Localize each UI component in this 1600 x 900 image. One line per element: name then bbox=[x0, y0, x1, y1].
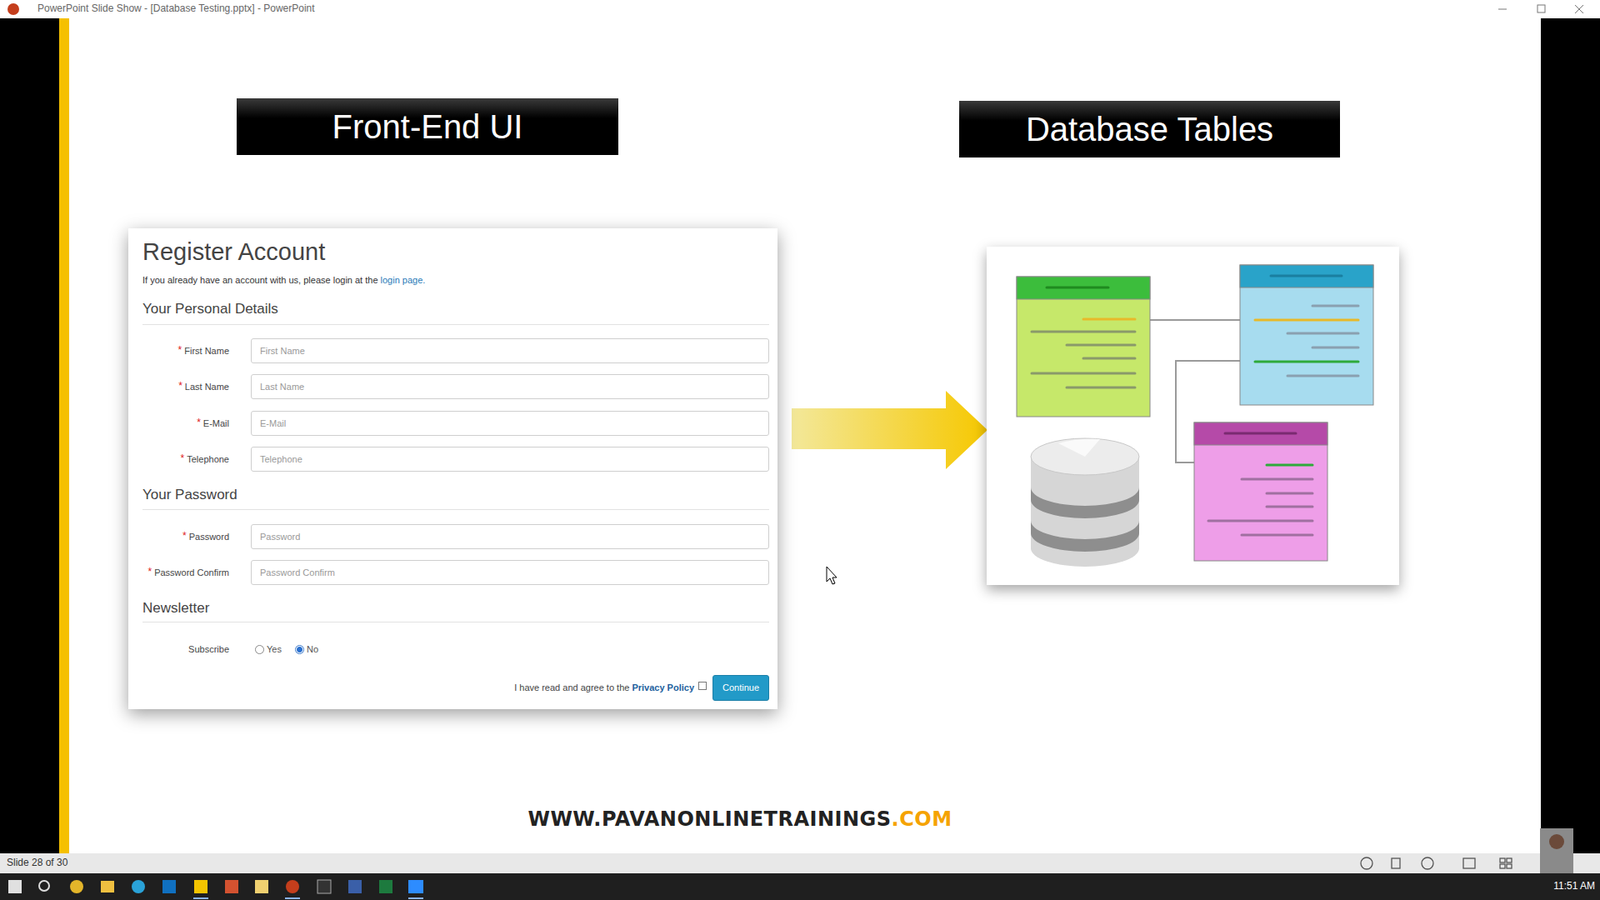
mouse-cursor bbox=[826, 566, 837, 585]
presenter-thumbnail bbox=[1549, 834, 1565, 850]
form-text: Subscribe bbox=[188, 644, 230, 655]
title-box: Database Tables bbox=[959, 100, 1340, 158]
title-text: Database Tables bbox=[1025, 110, 1274, 149]
form-text: Privacy Policy bbox=[631, 682, 695, 694]
form-text: * bbox=[182, 530, 187, 543]
radio-button bbox=[255, 645, 265, 655]
form-text: Your Password bbox=[142, 486, 238, 504]
database-picture bbox=[986, 246, 1400, 585]
input-field: Last Name bbox=[250, 374, 770, 400]
placeholder: E-Mail bbox=[260, 418, 286, 430]
input-field: Password Confirm bbox=[250, 560, 770, 585]
database-picture bbox=[1016, 265, 1374, 567]
placeholder: Last Name bbox=[260, 381, 305, 393]
form-text: * bbox=[147, 566, 152, 579]
title-text: Front-End UI bbox=[332, 107, 524, 146]
flow-arrow bbox=[791, 390, 988, 470]
window-controls bbox=[1498, 5, 1584, 14]
button: Continue bbox=[712, 675, 770, 701]
checkbox bbox=[698, 681, 707, 690]
presenter-thumbnail bbox=[1540, 828, 1574, 874]
status-text: Slide 28 of 30 bbox=[6, 857, 68, 870]
form-text: No bbox=[306, 644, 319, 655]
taskbar bbox=[0, 873, 1600, 900]
form-text: Password Confirm bbox=[154, 567, 230, 579]
button-label: Continue bbox=[722, 682, 760, 694]
form-text: * bbox=[196, 417, 201, 430]
title-box: Front-End UI bbox=[236, 98, 619, 155]
website-text: WWW.PAVANONLINETRAININGS bbox=[527, 808, 891, 832]
status-icons bbox=[1360, 857, 1512, 870]
input-field: E-Mail bbox=[250, 410, 770, 436]
input-field: Telephone bbox=[250, 446, 770, 472]
form-text: login page. bbox=[380, 275, 426, 286]
window-title: PowerPoint Slide Show - [Database Testin… bbox=[37, 3, 315, 15]
website-text: .COM bbox=[891, 808, 953, 832]
form-text: Register Account bbox=[142, 238, 325, 266]
placeholder: Password bbox=[260, 531, 300, 543]
form-text: First Name bbox=[184, 345, 230, 357]
form-text: If you already have an account with us, … bbox=[142, 275, 379, 286]
form-text: E-Mail bbox=[203, 418, 230, 430]
divider-line bbox=[142, 509, 770, 510]
accent-strip bbox=[59, 18, 70, 854]
radio-button bbox=[295, 645, 305, 655]
title-bar bbox=[0, 0, 1600, 19]
form-panel: Register Account If you already have an a… bbox=[128, 228, 778, 710]
black-bar bbox=[0, 18, 60, 854]
placeholder: Password Confirm bbox=[260, 567, 335, 579]
divider-line bbox=[142, 621, 770, 623]
form-text: Your Personal Details bbox=[142, 300, 279, 318]
input-field: First Name bbox=[250, 338, 770, 364]
black-bar bbox=[1540, 18, 1600, 854]
form-text: Last Name bbox=[185, 381, 230, 393]
clock-text: 11:51 AM bbox=[1553, 880, 1595, 893]
form-text: I have read and agree to the bbox=[514, 682, 630, 694]
status-bar bbox=[0, 853, 1600, 874]
app-icon bbox=[7, 3, 20, 15]
placeholder: Telephone bbox=[260, 454, 303, 465]
input-field: Password bbox=[250, 524, 770, 550]
website-banner: WWW.PAVANONLINETRAININGS.COM bbox=[323, 806, 1157, 834]
form-text: * bbox=[180, 453, 185, 465]
form-text: Telephone bbox=[186, 454, 230, 465]
form-text: * bbox=[178, 380, 183, 393]
placeholder: First Name bbox=[260, 345, 305, 357]
form-text: * bbox=[178, 345, 183, 357]
taskbar-icons bbox=[8, 880, 424, 900]
divider-line bbox=[142, 324, 770, 325]
form-text: Yes bbox=[266, 644, 282, 655]
form-text: Password bbox=[189, 531, 230, 543]
form-text: Newsletter bbox=[142, 600, 210, 617]
